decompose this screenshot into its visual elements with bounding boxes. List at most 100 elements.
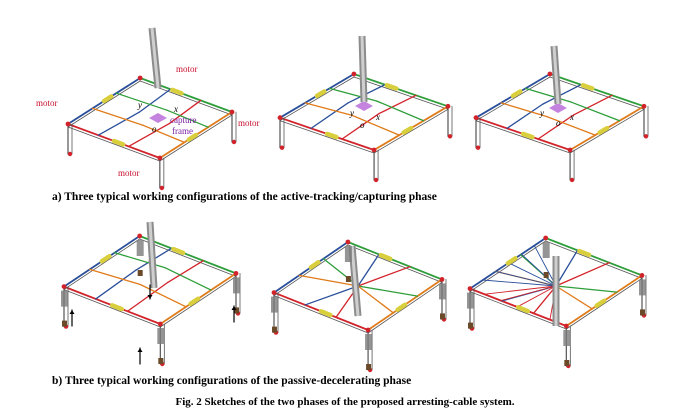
cable bbox=[516, 285, 557, 308]
cable bbox=[375, 100, 425, 122]
probe-rod-highlight bbox=[552, 45, 560, 105]
frame-edge-shadow bbox=[549, 76, 645, 110]
motor-icon bbox=[61, 284, 67, 289]
motor-icon bbox=[345, 239, 351, 245]
motor-icon bbox=[65, 121, 71, 127]
frame-edge-shadow bbox=[475, 120, 571, 154]
weight-block bbox=[137, 270, 143, 276]
counterweight bbox=[157, 328, 165, 344]
slider-block bbox=[378, 252, 393, 262]
weight-block bbox=[158, 358, 164, 364]
frame-edge-shadow bbox=[565, 277, 643, 330]
cable bbox=[357, 285, 419, 297]
motor-icon bbox=[279, 145, 285, 150]
passive-decelerating-panels bbox=[61, 221, 647, 373]
counterweight bbox=[365, 334, 373, 350]
cable bbox=[555, 262, 610, 287]
motor-icon bbox=[277, 115, 283, 121]
slider-block bbox=[101, 94, 114, 104]
counterweight bbox=[542, 242, 550, 258]
cable bbox=[304, 102, 353, 117]
arrow-head bbox=[69, 310, 75, 314]
capture-frame bbox=[149, 113, 167, 123]
frame-edge bbox=[544, 237, 643, 277]
cable bbox=[114, 252, 166, 269]
slider-block bbox=[594, 298, 607, 309]
cable bbox=[298, 274, 359, 287]
cable bbox=[357, 253, 380, 287]
frame-edge-shadow bbox=[569, 108, 645, 154]
cable bbox=[555, 285, 593, 310]
cable bbox=[115, 92, 168, 111]
frame-edge-shadow bbox=[367, 281, 443, 334]
cable bbox=[482, 279, 557, 287]
slider-block bbox=[580, 83, 595, 91]
axis-x-label-a1: x bbox=[173, 104, 178, 114]
probe-rod-highlight bbox=[350, 245, 360, 317]
cable bbox=[521, 253, 557, 287]
motor-icon bbox=[467, 286, 473, 291]
frame-edge-shadow bbox=[67, 126, 161, 162]
frame-edge-shadow bbox=[469, 240, 547, 293]
weight-block bbox=[468, 322, 473, 329]
cable bbox=[495, 270, 557, 287]
counterweight bbox=[271, 296, 278, 313]
motor-icon bbox=[351, 71, 357, 77]
axis-o-label-a1: o bbox=[152, 124, 157, 134]
active-tracking-panels bbox=[65, 27, 649, 191]
probe-rod-highlight bbox=[148, 221, 156, 289]
cable bbox=[483, 285, 557, 295]
slider-block bbox=[111, 138, 126, 147]
motor-icon bbox=[439, 277, 445, 282]
motor-icon bbox=[231, 139, 237, 145]
frame-edge-shadow bbox=[139, 238, 237, 277]
cable bbox=[341, 112, 380, 140]
slider-block bbox=[384, 83, 399, 91]
weight-block bbox=[366, 364, 372, 370]
motor-label-left: motor bbox=[36, 98, 58, 108]
cable bbox=[533, 245, 557, 287]
cable bbox=[357, 285, 394, 314]
slider-block bbox=[171, 246, 186, 256]
motor-icon bbox=[157, 155, 163, 161]
cable bbox=[166, 109, 209, 128]
weight-block bbox=[62, 320, 67, 327]
frame-edge-shadow bbox=[469, 291, 567, 330]
cable bbox=[139, 283, 187, 308]
label-layer: motor motor motor motor capture frame x … bbox=[36, 64, 574, 178]
motor-icon bbox=[445, 103, 451, 109]
cable bbox=[167, 260, 204, 284]
cable bbox=[351, 114, 400, 136]
slider-block bbox=[401, 125, 414, 135]
cable bbox=[126, 281, 169, 312]
cable bbox=[95, 269, 137, 300]
axis-x-label-a3: x bbox=[569, 112, 574, 122]
frame-edge-shadow bbox=[279, 76, 355, 122]
motor-icon bbox=[569, 177, 575, 183]
slider-block bbox=[99, 253, 112, 264]
cable bbox=[142, 124, 186, 144]
slider-block bbox=[324, 131, 339, 140]
cable bbox=[357, 266, 411, 287]
motor-icon bbox=[373, 177, 379, 183]
cable bbox=[97, 111, 140, 136]
motion-arrows bbox=[69, 284, 237, 365]
frame-edge-shadow bbox=[63, 289, 161, 328]
panel-a3 bbox=[473, 45, 649, 183]
cable bbox=[304, 285, 359, 306]
slider-block bbox=[170, 87, 184, 96]
cable bbox=[91, 107, 144, 127]
weight-block bbox=[543, 272, 549, 278]
motor-icon bbox=[641, 103, 647, 109]
cable bbox=[533, 285, 557, 314]
motor-label-bottom: motor bbox=[118, 168, 140, 178]
cable bbox=[555, 249, 579, 287]
frame-edge-shadow bbox=[279, 120, 375, 154]
slider-block bbox=[577, 248, 592, 258]
frame-edge-shadow bbox=[159, 114, 233, 162]
motor-icon bbox=[639, 273, 645, 278]
panel-b3 bbox=[467, 235, 647, 369]
motor-icon bbox=[643, 134, 649, 139]
frame-edge-shadow bbox=[545, 240, 643, 279]
